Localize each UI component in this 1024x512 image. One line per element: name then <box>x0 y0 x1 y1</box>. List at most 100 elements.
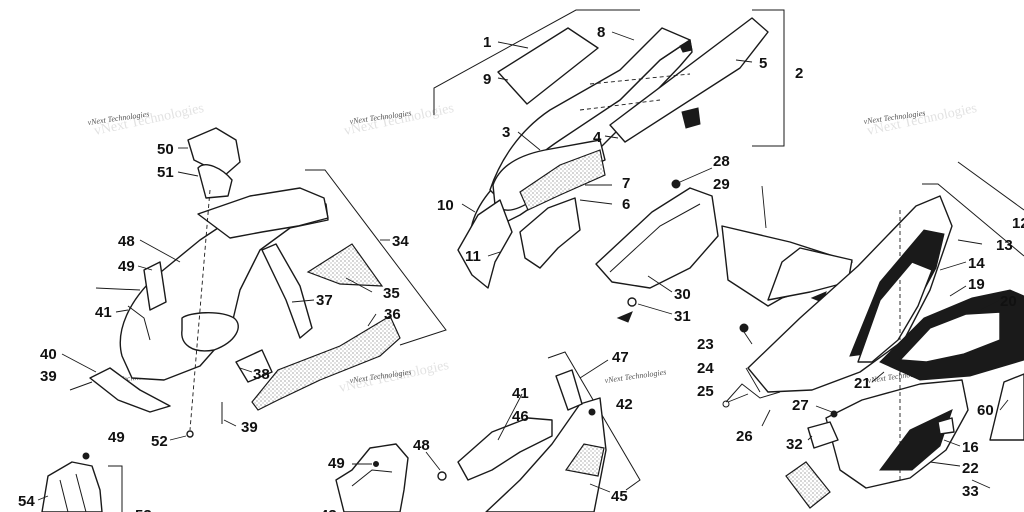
leader-line <box>943 439 961 447</box>
screw-39 <box>69 381 93 391</box>
leader-line <box>367 313 377 327</box>
leader-line <box>497 77 509 81</box>
leader-line <box>735 59 753 63</box>
callout-31: 31 <box>674 308 691 325</box>
clip-41 <box>127 305 151 341</box>
headlight-assembly <box>595 167 853 323</box>
callout-20: 20 <box>1000 293 1017 310</box>
callout-43: 43 <box>320 507 337 512</box>
callout-39: 39 <box>40 368 57 385</box>
fastener-52 <box>186 430 194 438</box>
callout-11: 11 <box>465 248 481 265</box>
windshield-13 <box>747 195 953 393</box>
panel-54 <box>41 461 103 512</box>
leader-line <box>727 393 749 403</box>
callout-49: 49 <box>328 455 345 472</box>
leader-line <box>239 367 253 373</box>
mirror-bracket-assembly <box>335 443 447 512</box>
leader-line <box>979 299 1001 311</box>
bracket-12b <box>957 161 1024 211</box>
callout-53: 53 <box>135 507 152 512</box>
callout-19: 19 <box>968 276 985 293</box>
leader-line <box>637 303 673 315</box>
leader-line <box>579 199 613 205</box>
bracket-edge <box>351 469 393 487</box>
callout-60: 60 <box>977 402 994 419</box>
callout-9: 9 <box>483 71 491 88</box>
callout-22: 22 <box>962 460 979 477</box>
leader-line <box>497 41 529 49</box>
callout-51: 51 <box>157 164 174 181</box>
leader-line <box>223 419 237 427</box>
headlight-edge <box>609 203 701 273</box>
callout-6: 6 <box>622 196 630 213</box>
leader-line <box>611 31 635 41</box>
panel-54-ribs <box>59 473 87 512</box>
leader-line <box>115 309 129 313</box>
callout-4: 4 <box>593 129 602 146</box>
side-panel-45 <box>485 397 607 512</box>
headlight-frame <box>767 247 853 301</box>
side-console-assembly <box>61 127 447 441</box>
callout-49: 49 <box>118 258 135 275</box>
callout-32: 32 <box>786 436 803 453</box>
bracket-body <box>335 443 409 512</box>
wire-24 <box>725 383 781 403</box>
callout-48: 48 <box>118 233 135 250</box>
callout-42: 42 <box>616 396 633 413</box>
leader-line <box>743 331 753 345</box>
leader-line <box>497 393 523 441</box>
front-nose-assembly <box>722 161 1024 509</box>
callout-28: 28 <box>713 153 730 170</box>
callout-3: 3 <box>502 124 510 141</box>
leader-line <box>679 167 713 183</box>
lower-side-panel-assembly <box>457 351 641 512</box>
bolt-28 <box>671 179 681 189</box>
callout-40: 40 <box>40 346 57 363</box>
leader-line <box>345 277 373 293</box>
grille-33 <box>785 461 831 509</box>
callout-27: 27 <box>792 397 809 414</box>
leader-line <box>139 239 181 263</box>
watermark-text: vNext Technologies <box>604 367 667 385</box>
nose-cone-16 <box>825 379 969 489</box>
callout-2: 2 <box>795 65 803 82</box>
leader-line <box>137 265 153 271</box>
hood-vent-5 <box>609 17 769 143</box>
callout-52: 52 <box>151 433 168 450</box>
screw-49 <box>373 461 379 467</box>
leader-line <box>487 251 501 257</box>
leader-line <box>761 185 767 229</box>
callout-labels: 1 2 3 4 5 6 7 8 9 10 11 28 29 30 31 50 5… <box>18 24 1024 512</box>
gasket-51 <box>197 164 233 199</box>
callout-29: 29 <box>713 176 730 193</box>
leader-line <box>291 299 315 303</box>
leader-line <box>177 171 199 177</box>
leader-line <box>169 435 187 441</box>
nose-badge <box>937 417 955 435</box>
bracket-2 <box>752 9 785 147</box>
leader-line <box>761 409 771 427</box>
windshield-opening <box>857 261 933 363</box>
connector-25 <box>722 400 730 408</box>
callout-10: 10 <box>437 197 454 214</box>
callout-13: 13 <box>996 237 1013 254</box>
callout-54: 54 <box>18 493 35 510</box>
decal-35 <box>306 243 384 287</box>
vent-20 <box>899 311 1001 363</box>
leader-line <box>589 483 611 493</box>
callout-39: 39 <box>241 419 258 436</box>
hood-assembly <box>433 9 785 289</box>
callout-41: 41 <box>95 304 112 321</box>
leader-line <box>999 399 1009 411</box>
callout-21: 21 <box>854 375 871 392</box>
bracket-32 <box>807 421 839 449</box>
callout-1: 1 <box>483 34 491 51</box>
gasket-50 <box>187 127 241 177</box>
leader-line <box>815 405 833 413</box>
callout-16: 16 <box>962 439 979 456</box>
callout-48: 48 <box>413 437 430 454</box>
leader-line <box>37 495 49 501</box>
